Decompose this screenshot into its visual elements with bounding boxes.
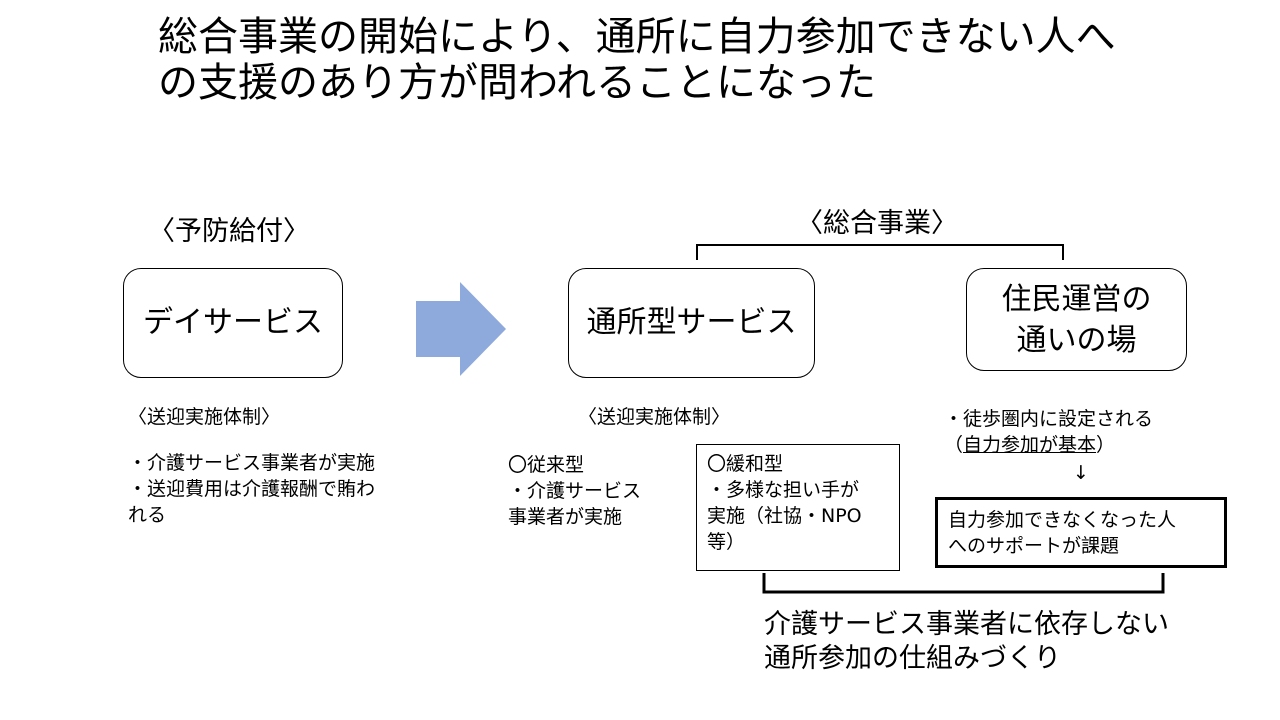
page-title: 総合事業の開始により、通所に自力参加できない人へ の支援のあり方が問われることに… [158, 14, 1258, 106]
preventive-benefit-heading: 〈予防給付〉 [148, 216, 310, 247]
resident-notes: ・徒歩圏内に設定される （自力参加が基本） [944, 406, 1153, 458]
self-participation-basic: 自力参加が基本 [963, 434, 1097, 456]
day-service-type-box: 通所型サービス [568, 268, 815, 378]
resident-box-line-1: 住民運営の [1001, 281, 1152, 317]
conventional-line-1: ・介護サービス [508, 480, 642, 502]
comprehensive-bracket [696, 244, 1064, 260]
left-note-3: れる [128, 504, 167, 526]
relaxed-title: 〇緩和型 [707, 453, 784, 475]
left-transport-notes: ・介護サービス事業者が実施 ・送迎費用は介護報酬で賄わ れる [128, 450, 375, 528]
relaxed-line-2: 実施（社協・NPO [707, 505, 862, 527]
conventional-type: 〇従来型 ・介護サービス 事業者が実施 [508, 452, 641, 530]
paren-open: （ [944, 434, 964, 456]
conclusion-line-2: 通所参加の仕組みづくり [764, 643, 1061, 674]
transition-arrow-icon [416, 282, 506, 376]
resident-note-2: （自力参加が基本） [944, 432, 1153, 458]
conclusion-text: 介護サービス事業者に依存しない 通所参加の仕組みづくり [764, 608, 1169, 676]
day-service-label: デイサービス [143, 305, 323, 340]
resident-gathering-box: 住民運営の 通いの場 [966, 268, 1187, 371]
left-transport-heading: 〈送迎実施体制〉 [128, 406, 281, 428]
resident-box-line-2: 通いの場 [1016, 322, 1137, 358]
paren-close: ） [1096, 434, 1116, 456]
relaxed-line-1: ・多様な担い手が [707, 479, 860, 501]
day-service-box: デイサービス [123, 268, 343, 378]
resident-note-1: ・徒歩圏内に設定される [944, 408, 1154, 430]
down-arrow-icon: ↓ [1073, 462, 1089, 484]
conclusion-line-1: 介護サービス事業者に依存しない [764, 609, 1169, 640]
relaxed-type-box: 〇緩和型 ・多様な担い手が 実施（社協・NPO 等） [696, 444, 900, 571]
relaxed-line-3: 等） [707, 531, 746, 553]
issue-box: 自力参加できなくなった人 へのサポートが課題 [935, 497, 1227, 568]
title-line-1: 総合事業の開始により、通所に自力参加できない人へ [158, 14, 1116, 60]
issue-line-1: 自力参加できなくなった人 [948, 509, 1177, 531]
comprehensive-project-heading: 〈総合事業〉 [796, 208, 958, 239]
issue-line-2: へのサポートが課題 [948, 535, 1120, 557]
title-line-2: の支援のあり方が問われることになった [158, 60, 876, 106]
conventional-title: 〇従来型 [508, 454, 585, 476]
left-note-2: ・送迎費用は介護報酬で賄わ [128, 478, 376, 500]
day-service-type-label: 通所型サービス [586, 305, 797, 340]
conventional-line-2: 事業者が実施 [508, 506, 623, 528]
left-note-1: ・介護サービス事業者が実施 [128, 452, 376, 474]
right-transport-heading: 〈送迎実施体制〉 [578, 406, 731, 428]
conclusion-bracket [762, 573, 1165, 594]
